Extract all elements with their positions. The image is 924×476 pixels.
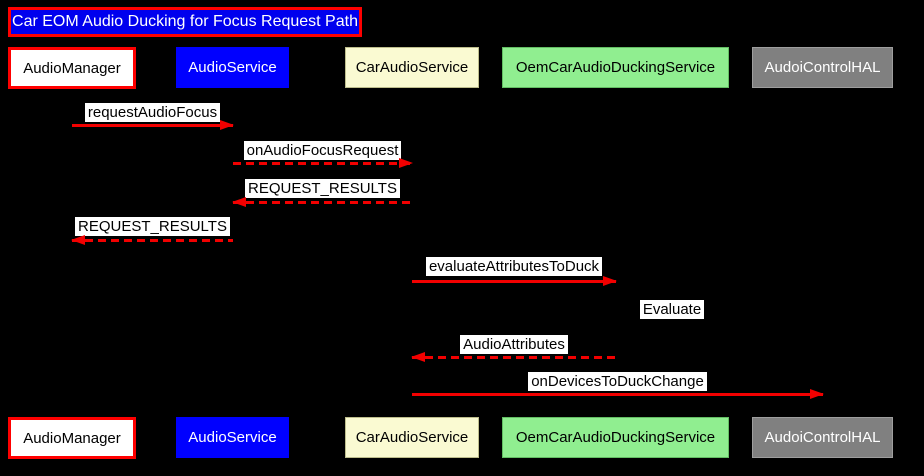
participant-audiomanager-bottom: AudioManager	[8, 417, 136, 459]
message-arrow-audioattributes	[411, 352, 616, 362]
message-arrow-evaluateattributestoduck	[412, 276, 617, 286]
participant-audoicontrolhal-top: AudoiControlHAL	[752, 47, 893, 88]
message-arrow-request-results-1	[232, 197, 412, 207]
diagram-title: Car EOM Audio Ducking for Focus Request …	[8, 7, 362, 37]
participant-caraudioservice-top: CarAudioService	[345, 47, 479, 88]
arrowhead-left-icon	[411, 352, 425, 362]
lifeline-caraudioservice	[412, 89, 413, 417]
message-label-audioattributes: AudioAttributes	[412, 335, 616, 354]
message-arrow-ondevicestoduckchange	[412, 389, 824, 399]
message-label-evaluateattributestoduck: evaluateAttributesToDuck	[412, 257, 616, 276]
message-arrow-request-results-2	[71, 235, 233, 245]
message-label-evaluate-self: Evaluate	[616, 300, 728, 319]
arrowhead-right-icon	[220, 120, 234, 130]
lifeline-audoicontrolhal	[822, 89, 823, 417]
message-label-ondevicestoduckchange: onDevicesToDuckChange	[412, 372, 823, 391]
participant-audioservice-top: AudioService	[176, 47, 289, 88]
message-label-request-results-1: REQUEST_RESULTS	[233, 179, 412, 198]
message-arrow-onaudiofocusrequest	[233, 158, 413, 168]
participant-oemcaraudioduckingservice-bottom: OemCarAudioDuckingService	[502, 417, 729, 458]
arrowhead-left-icon	[71, 235, 85, 245]
participant-audioservice-bottom: AudioService	[176, 417, 289, 458]
participant-oemcaraudioduckingservice-top: OemCarAudioDuckingService	[502, 47, 729, 88]
message-label-onaudiofocusrequest: onAudioFocusRequest	[233, 141, 412, 160]
arrowhead-right-icon	[399, 158, 413, 168]
arrowhead-right-icon	[810, 389, 824, 399]
participant-audiomanager-top: AudioManager	[8, 47, 136, 89]
arrowhead-left-icon	[232, 197, 246, 207]
participant-caraudioservice-bottom: CarAudioService	[345, 417, 479, 458]
lifeline-audiomanager	[71, 89, 72, 417]
lifeline-audioservice	[232, 89, 233, 417]
participant-audoicontrolhal-bottom: AudoiControlHAL	[752, 417, 893, 458]
message-arrow-requestaudiofocus	[72, 120, 234, 130]
message-label-requestaudiofocus: requestAudioFocus	[72, 103, 233, 122]
lifeline-oemcaraudioduckingservice	[615, 89, 616, 417]
message-label-request-results-2: REQUEST_RESULTS	[72, 217, 233, 236]
arrowhead-right-icon	[603, 276, 617, 286]
